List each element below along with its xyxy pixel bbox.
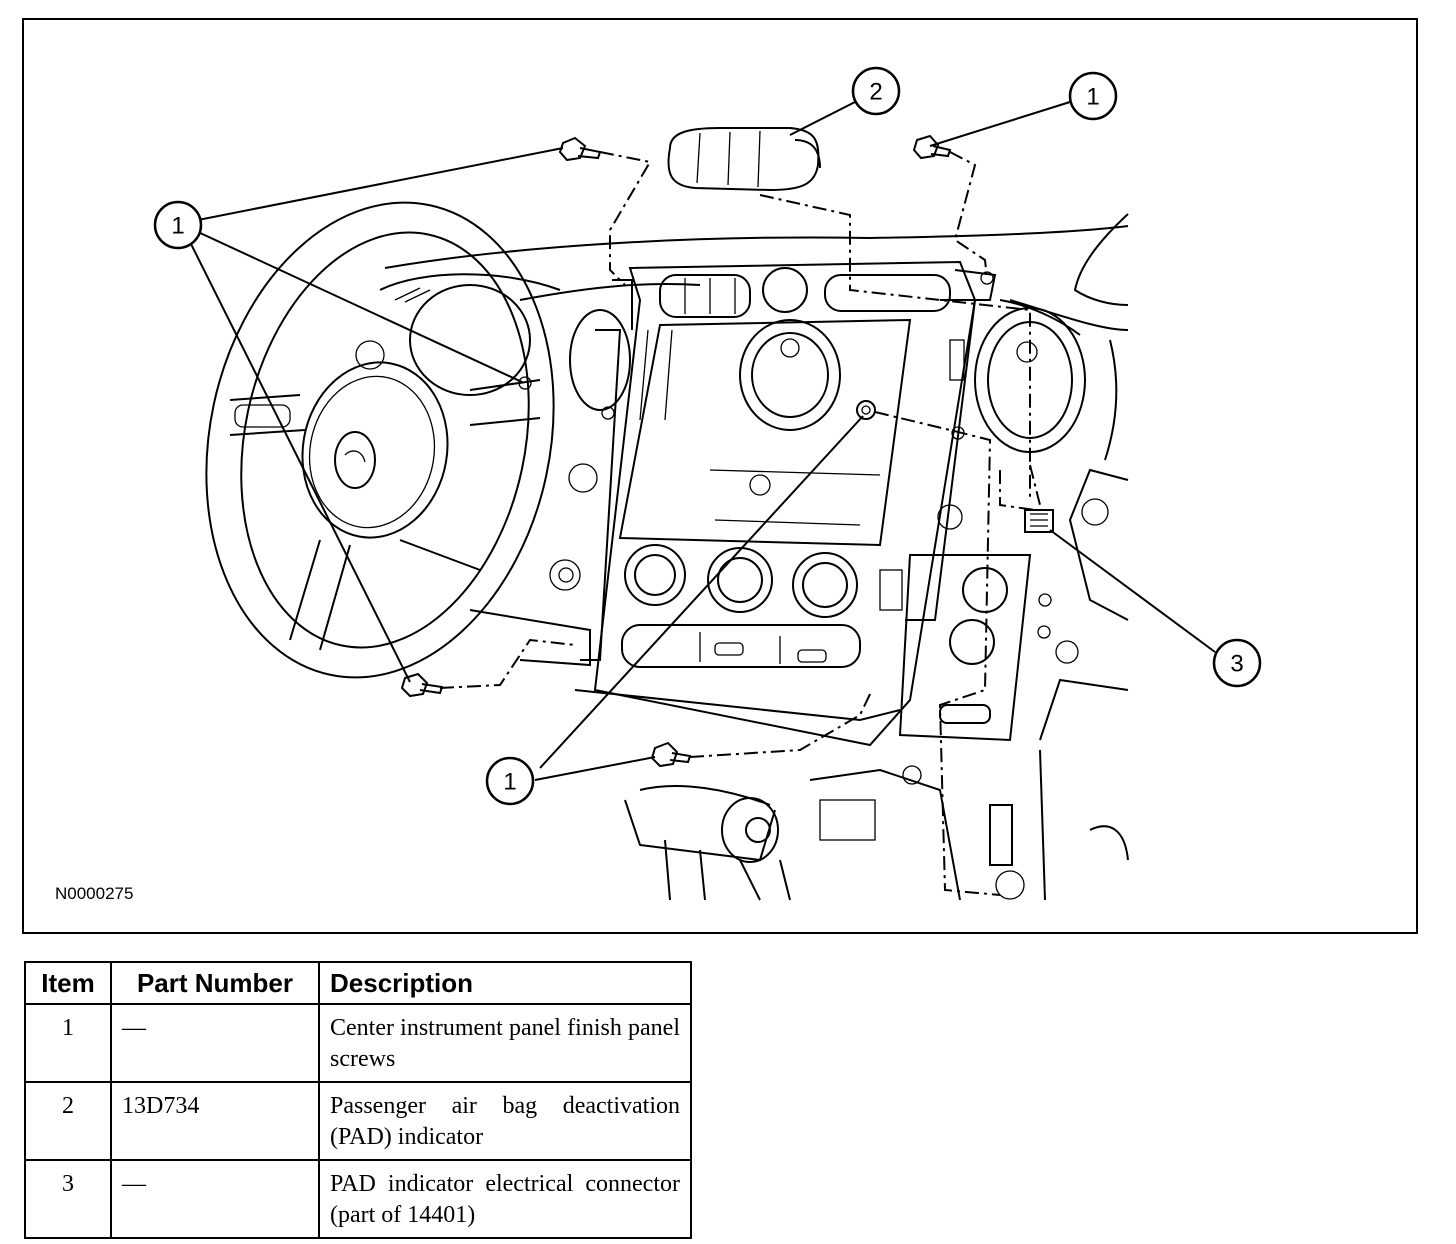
header-description: Description: [318, 961, 692, 1005]
cell-item: 2: [24, 1081, 112, 1161]
callout-label: 2: [869, 79, 882, 106]
leader-lines: [189, 101, 1216, 781]
cell-part-number: —: [110, 1003, 320, 1083]
callout-label: 3: [1230, 651, 1243, 678]
screw-upper-left-icon: [558, 136, 602, 162]
callout-label: 1: [1086, 84, 1099, 111]
header-item: Item: [24, 961, 112, 1005]
figure-id: N0000275: [55, 884, 134, 903]
table-row: 3 — PAD indicator electrical connector (…: [24, 1159, 692, 1239]
cell-part-number: —: [110, 1159, 320, 1239]
dash-outline: [384, 213, 1129, 741]
header-part-number: Part Number: [110, 961, 320, 1005]
pad-indicator-part: [667, 127, 821, 192]
instrument-cluster: [379, 273, 631, 591]
cell-description: PAD indicator electrical connector (part…: [318, 1159, 692, 1239]
cell-item: 3: [24, 1159, 112, 1239]
callout-1-bottom: 1: [485, 756, 535, 806]
table-header-row: Item Part Number Description: [24, 961, 692, 1005]
cell-part-number: 13D734: [110, 1081, 320, 1161]
right-dash-area: [898, 299, 1118, 742]
screw-center-icon: [856, 400, 876, 420]
lower-dash: [469, 609, 901, 722]
parts-table: Item Part Number Description 1 — Center …: [24, 961, 692, 1239]
steering-wheel: [205, 201, 555, 679]
callout-label: 1: [171, 213, 184, 240]
floor-console: [624, 749, 1129, 901]
screw-upper-right-icon: [912, 134, 952, 160]
callout-2: 2: [851, 66, 901, 116]
figure-frame: [22, 18, 1418, 934]
callout-3: 3: [1212, 638, 1262, 688]
table-row: 2 13D734 Passenger air bag deactivation …: [24, 1081, 692, 1161]
dashboard-exploded-diagram: 1 2 1 1 3: [153, 66, 1262, 901]
table-row: 1 — Center instrument panel finish panel…: [24, 1003, 692, 1083]
airbag-hub: [301, 340, 449, 539]
callout-1-top-right: 1: [1068, 71, 1118, 121]
screw-lower-left-icon: [400, 672, 444, 698]
screw-lower-center-icon: [650, 741, 692, 768]
callout-1-left: 1: [153, 200, 203, 250]
cell-item: 1: [24, 1003, 112, 1083]
screws: [400, 134, 952, 768]
dashed-paths: [439, 151, 1041, 896]
callout-label: 1: [503, 769, 516, 796]
cell-description: Passenger air bag deactivation (PAD) ind…: [318, 1081, 692, 1161]
center-finish-panel: [518, 260, 997, 747]
cell-description: Center instrument panel finish panel scr…: [318, 1003, 692, 1083]
